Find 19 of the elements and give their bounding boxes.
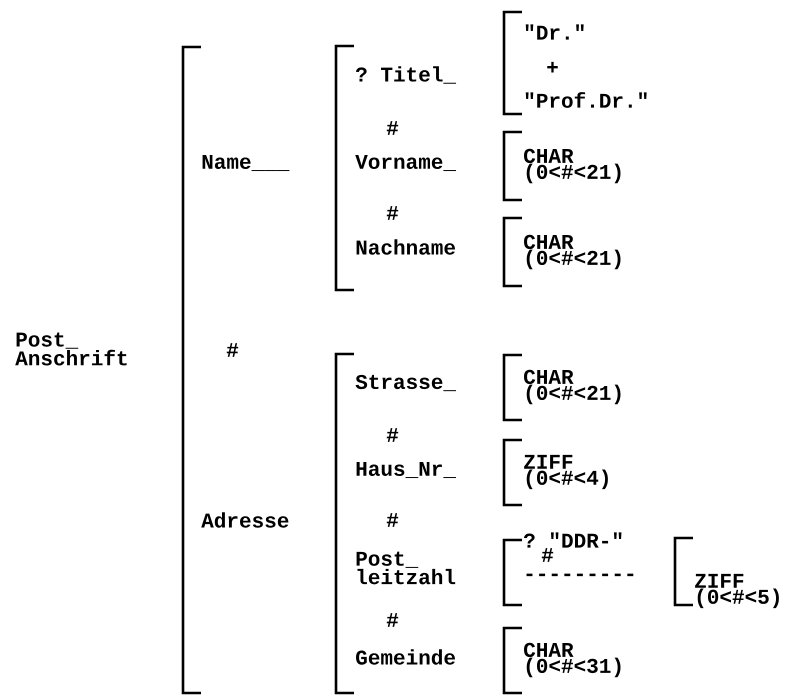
bracket-group: Post_ Anschrift [15, 46, 201, 694]
structure-text: ? "DDR-" [524, 532, 622, 548]
structure-text: CHAR (0<#<31) [524, 642, 620, 678]
structure-text: CHAR (0<#<21) [524, 234, 620, 270]
bracket-group: Gemeinde [356, 626, 522, 694]
bracket-group: ? Titel_ [356, 10, 522, 116]
structure-text: "Dr." [526, 24, 584, 40]
operator-symbol: # [542, 548, 554, 562]
bracket-group: Post_ leitzahl [356, 538, 522, 606]
operator-symbol: + [547, 62, 558, 72]
structure-text: ZIFF (0<#<4) [524, 454, 608, 490]
bracket-group: Strasse_ [356, 354, 522, 422]
operator-symbol: # [386, 613, 398, 627]
structure-text: CHAR (0<#<21) [524, 370, 620, 404]
operator-symbol: # [386, 513, 398, 527]
structure-text: ZIFF (0<#<5) [695, 574, 779, 608]
structure-text: "Prof.Dr." [526, 92, 647, 108]
bracket-group: Name___ [202, 44, 354, 292]
structure-text: CHAR (0<#<21) [524, 148, 620, 184]
